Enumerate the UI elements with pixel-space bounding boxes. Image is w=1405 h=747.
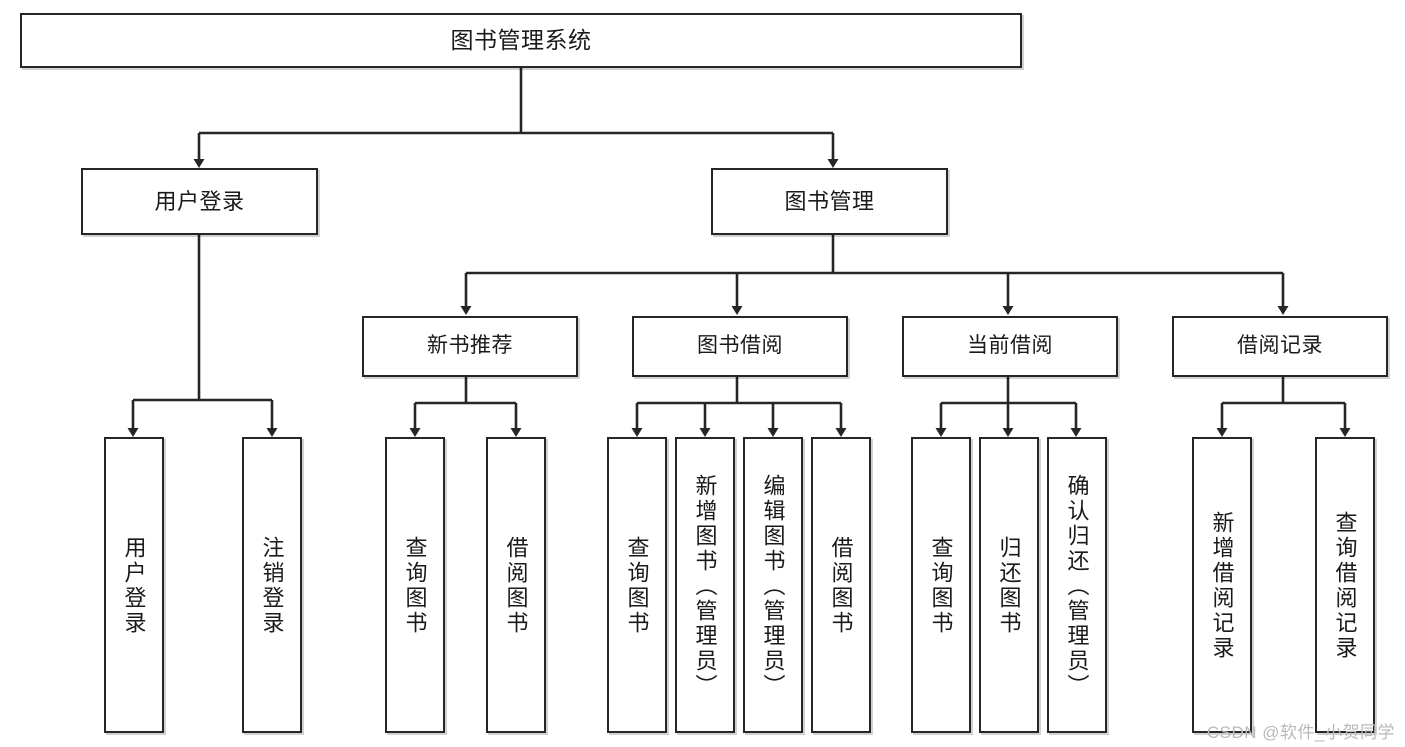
node-leaf-query-book-borrow[interactable]: 查询图书 [607, 437, 667, 733]
node-new-book-recommend[interactable]: 新书推荐 [362, 316, 578, 377]
node-leaf-query-book-cur[interactable]: 查询图书 [911, 437, 971, 733]
leaf-query-book-borrow-inner: 查询图书 [609, 441, 665, 731]
node-leaf-borrow-book-rec[interactable]: 借阅图书 [486, 437, 546, 733]
node-book-borrow-label: 图书借阅 [697, 334, 783, 358]
node-leaf-confirm-return[interactable]: 确认归还（管理员） [1047, 437, 1107, 733]
node-leaf-edit-book-label: 编辑图书（管理员） [760, 473, 786, 699]
leaf-confirm-return-inner: 确认归还（管理员） [1049, 441, 1105, 731]
node-book-borrow[interactable]: 图书借阅 [632, 316, 848, 377]
node-leaf-return-book-label: 归还图书 [996, 536, 1022, 636]
node-leaf-query-book-rec[interactable]: 查询图书 [385, 437, 445, 733]
leaf-add-record-inner: 新增借阅记录 [1194, 441, 1250, 731]
node-leaf-logout-login-label: 注销登录 [259, 536, 285, 636]
node-leaf-query-book-rec-label: 查询图书 [402, 536, 428, 636]
leaf-query-book-rec-inner: 查询图书 [387, 441, 443, 731]
node-leaf-add-record-label: 新增借阅记录 [1209, 511, 1235, 661]
node-current-borrow[interactable]: 当前借阅 [902, 316, 1118, 377]
node-leaf-user-login[interactable]: 用户登录 [104, 437, 164, 733]
node-leaf-query-record[interactable]: 查询借阅记录 [1315, 437, 1375, 733]
leaf-borrow-book-inner: 借阅图书 [813, 441, 869, 731]
node-leaf-user-login-label: 用户登录 [121, 536, 147, 636]
node-leaf-add-book-label: 新增图书（管理员） [692, 473, 718, 699]
node-leaf-borrow-book-rec-label: 借阅图书 [503, 536, 529, 636]
node-user-login[interactable]: 用户登录 [81, 168, 318, 235]
node-book-manage[interactable]: 图书管理 [711, 168, 948, 235]
leaf-borrow-book-rec-inner: 借阅图书 [488, 441, 544, 731]
node-root-label: 图书管理系统 [450, 27, 592, 54]
node-user-login-label: 用户登录 [154, 188, 245, 214]
node-leaf-borrow-book-label: 借阅图书 [828, 536, 854, 636]
node-book-manage-label: 图书管理 [784, 188, 875, 214]
node-leaf-add-record[interactable]: 新增借阅记录 [1192, 437, 1252, 733]
node-new-book-recommend-label: 新书推荐 [427, 334, 513, 358]
node-leaf-return-book[interactable]: 归还图书 [979, 437, 1039, 733]
leaf-query-book-cur-inner: 查询图书 [913, 441, 969, 731]
node-leaf-edit-book[interactable]: 编辑图书（管理员） [743, 437, 803, 733]
node-current-borrow-label: 当前借阅 [967, 334, 1053, 358]
leaf-query-record-inner: 查询借阅记录 [1317, 441, 1373, 731]
node-root[interactable]: 图书管理系统 [20, 13, 1022, 68]
node-leaf-query-book-borrow-label: 查询图书 [624, 536, 650, 636]
node-borrow-record-label: 借阅记录 [1237, 334, 1323, 358]
leaf-logout-login-inner: 注销登录 [244, 441, 300, 731]
node-leaf-query-record-label: 查询借阅记录 [1332, 511, 1358, 661]
leaf-edit-book-inner: 编辑图书（管理员） [745, 441, 801, 731]
leaf-user-login-inner: 用户登录 [106, 441, 162, 731]
node-leaf-confirm-return-label: 确认归还（管理员） [1064, 473, 1090, 699]
node-leaf-add-book[interactable]: 新增图书（管理员） [675, 437, 735, 733]
node-borrow-record[interactable]: 借阅记录 [1172, 316, 1388, 377]
leaf-return-book-inner: 归还图书 [981, 441, 1037, 731]
node-leaf-query-book-cur-label: 查询图书 [928, 536, 954, 636]
node-leaf-borrow-book[interactable]: 借阅图书 [811, 437, 871, 733]
leaf-add-book-inner: 新增图书（管理员） [677, 441, 733, 731]
node-leaf-logout-login[interactable]: 注销登录 [242, 437, 302, 733]
